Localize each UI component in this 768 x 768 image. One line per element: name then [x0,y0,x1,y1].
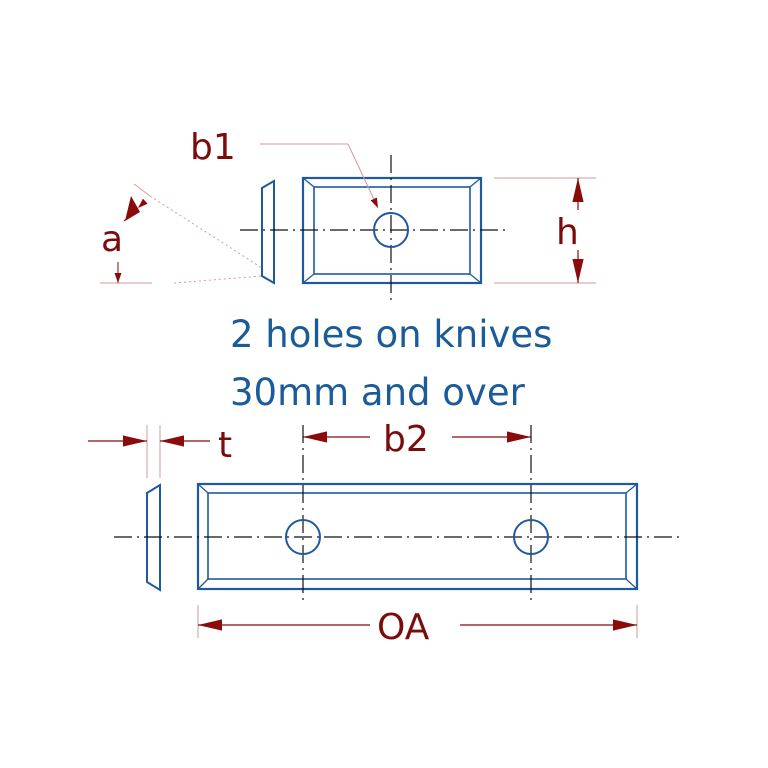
bottom-centerlines [114,425,680,605]
bottom-view: t b2 [88,419,680,648]
top-hole [373,212,409,248]
t-dimension [88,425,210,478]
label-b1: b1 [190,127,236,168]
label-b2: b2 [383,419,429,460]
label-oa: OA [377,607,430,648]
angle-a-dimension [100,183,263,284]
label-t: t [218,425,232,466]
label-h: h [556,212,579,253]
oa-dimension [197,605,638,638]
bottom-hole-right [513,519,549,555]
note-line-2: 30mm and over [230,371,526,414]
b1-leader [260,143,379,209]
h-dimension [494,177,596,284]
note-line-1: 2 holes on knives [230,313,552,356]
top-view: b1 a h [100,127,596,300]
label-a: a [101,219,123,260]
top-side-profile [261,179,275,285]
bottom-hole-left [285,519,321,555]
